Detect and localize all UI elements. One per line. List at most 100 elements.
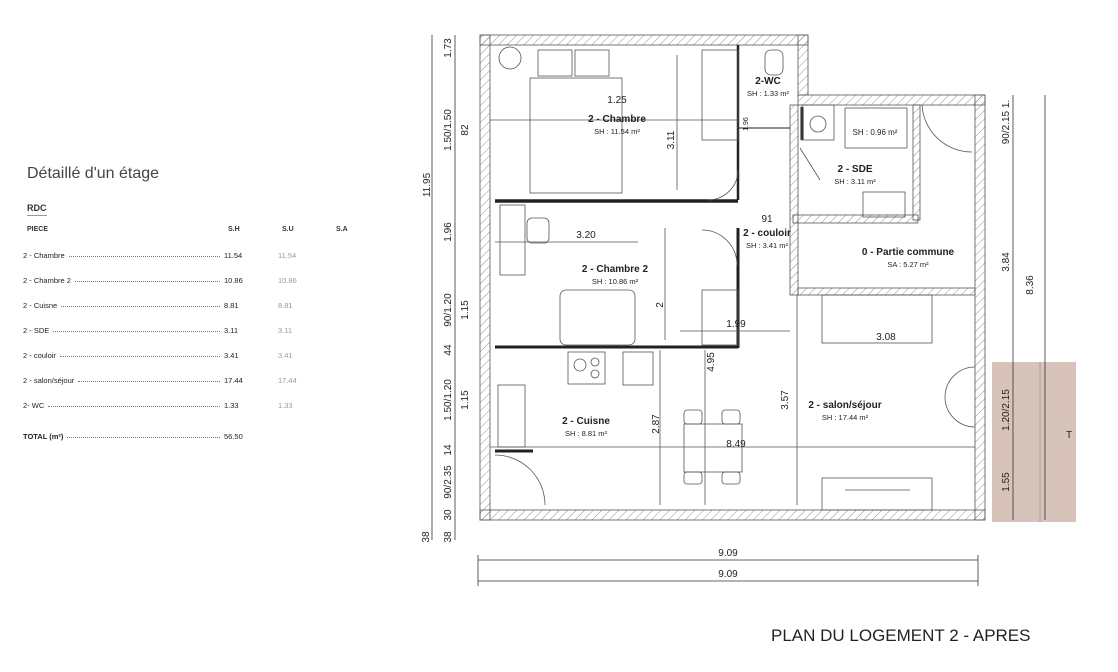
dimension-label: 3.84 bbox=[1001, 252, 1012, 272]
piece-name: 2 - SDE bbox=[23, 326, 50, 335]
sh-value: 3.11 bbox=[224, 326, 239, 335]
dimension-label: 8.49 bbox=[726, 439, 746, 450]
room-name: 2 - Cuisne bbox=[562, 416, 610, 427]
room-area: SH : 10.86 m² bbox=[592, 277, 639, 286]
shower-area: SH : 0.96 m² bbox=[853, 128, 898, 137]
sh-value: 3.41 bbox=[224, 351, 239, 360]
room-area: SH : 11.54 m² bbox=[594, 127, 640, 136]
su-value: 11.54 bbox=[278, 251, 297, 260]
header-piece: PIECE bbox=[27, 226, 49, 233]
table-row: 2 - salon/séjour 17.44 17.44 bbox=[23, 373, 323, 385]
dimension-label: 38 bbox=[421, 531, 432, 543]
dimension-label: 1.50/1.50 bbox=[443, 109, 454, 151]
dimension-label: 1.25 bbox=[607, 95, 627, 106]
dimension-label: 1.50/1.20 bbox=[443, 379, 454, 421]
exterior-walls bbox=[479, 34, 986, 521]
dimension-label: 11.95 bbox=[422, 172, 433, 197]
dimension-label: 1.96 bbox=[443, 222, 454, 242]
su-value: 3.11 bbox=[278, 326, 293, 335]
room-name: 2 - salon/séjour bbox=[808, 400, 881, 411]
dimension-label: 1.96 bbox=[743, 117, 750, 131]
piece-name: 2 - couloir bbox=[23, 351, 56, 360]
dimension-label: 3.57 bbox=[780, 390, 791, 410]
sh-value: 1.33 bbox=[224, 401, 239, 410]
room-area: SH : 1.33 m² bbox=[747, 89, 790, 98]
terrace-label: T bbox=[1066, 430, 1072, 441]
piece-name: 2 - salon/séjour bbox=[23, 376, 75, 385]
room-name: 2 - Chambre bbox=[588, 114, 646, 125]
dimension-label: 1.15 bbox=[460, 390, 471, 410]
room-name: 2 - SDE bbox=[837, 164, 872, 175]
dimension-label: 9.09 bbox=[718, 548, 738, 559]
dimension-label: 1.20/2.15 bbox=[1001, 389, 1012, 431]
dot-leader bbox=[48, 406, 221, 407]
piece-name: 2- WC bbox=[23, 401, 45, 410]
table-row: 2 - Chambre 2 10.86 10.86 bbox=[23, 273, 323, 285]
sh-value: 56.50 bbox=[224, 432, 243, 441]
table-row: 2 - couloir 3.41 3.41 bbox=[23, 348, 323, 360]
level-label: RDC bbox=[27, 203, 47, 216]
sh-value: 10.86 bbox=[224, 276, 243, 285]
dot-leader bbox=[74, 281, 220, 282]
dot-leader bbox=[67, 437, 221, 438]
piece-name: 2 - Cuisne bbox=[23, 301, 58, 310]
dimension-label: 90/2.15 1. bbox=[1001, 100, 1012, 144]
room-area: SA : 5.27 m² bbox=[887, 260, 929, 269]
su-value: 10.86 bbox=[278, 276, 297, 285]
dimension-label: 4.95 bbox=[706, 352, 717, 372]
room-area: SH : 8.81 m² bbox=[565, 429, 608, 438]
room-area: SH : 3.11 m² bbox=[834, 177, 876, 186]
dimension-label: 3.11 bbox=[666, 130, 677, 149]
dimension-label: 1.55 bbox=[1001, 472, 1012, 492]
dimension-label: 91 bbox=[761, 214, 773, 225]
sh-value: 8.81 bbox=[224, 301, 239, 310]
dimension-label: 38 bbox=[443, 531, 454, 543]
dimension-label: 30 bbox=[443, 509, 454, 521]
room-name: 2 - couloir bbox=[743, 228, 791, 239]
room-name: 2 - Chambre 2 bbox=[582, 264, 649, 275]
header-su: S.U bbox=[282, 226, 294, 233]
total-row: TOTAL (m²) 56.50 bbox=[23, 429, 323, 441]
dimension-label: 90/1.20 bbox=[443, 293, 454, 327]
dimension-label: 90/2.35 bbox=[443, 465, 454, 499]
piece-name: TOTAL (m²) bbox=[23, 432, 64, 441]
dimension-label: 8.36 bbox=[1025, 275, 1036, 295]
piece-name: 2 - Chambre bbox=[23, 251, 65, 260]
dot-leader bbox=[59, 356, 220, 357]
table-row: 2 - Chambre 11.54 11.54 bbox=[23, 248, 323, 260]
su-value: 17.44 bbox=[278, 376, 297, 385]
sh-value: 11.54 bbox=[224, 251, 243, 260]
piece-name: 2 - Chambre 2 bbox=[23, 276, 71, 285]
table-row: 2 - SDE 3.11 3.11 bbox=[23, 323, 323, 335]
room-name: 0 - Partie commune bbox=[862, 247, 955, 258]
room-area: SH : 3.41 m² bbox=[746, 241, 789, 250]
dot-leader bbox=[68, 256, 220, 257]
terrace bbox=[992, 362, 1076, 522]
sh-value: 17.44 bbox=[224, 376, 243, 385]
dimension-label: 1.73 bbox=[443, 38, 454, 58]
summary-title: Détaillé d'un étage bbox=[27, 165, 160, 182]
header-sa: S.A bbox=[336, 226, 348, 233]
dimension-label: 2.87 bbox=[651, 414, 662, 434]
header-sh: S.H bbox=[228, 226, 240, 233]
dimension-label: 3.20 bbox=[576, 230, 596, 241]
dimension-label: 3.08 bbox=[876, 332, 896, 343]
su-value: 3.41 bbox=[278, 351, 293, 360]
dimension-label: 9.09 bbox=[718, 569, 738, 580]
dot-leader bbox=[53, 331, 221, 332]
dimension-label: 1.15 bbox=[460, 300, 471, 320]
room-area: SH : 17.44 m² bbox=[822, 413, 869, 422]
plan-title: PLAN DU LOGEMENT 2 - APRES bbox=[771, 626, 1031, 645]
su-value: 8.81 bbox=[278, 301, 293, 310]
table-row: 2 - Cuisne 8.81 8.81 bbox=[23, 298, 323, 310]
dot-leader bbox=[61, 306, 221, 307]
dimension-label: 82 bbox=[460, 124, 471, 136]
dimension-label: 44 bbox=[443, 344, 454, 356]
dimension-label: 2 bbox=[655, 302, 666, 308]
dot-leader bbox=[78, 381, 221, 382]
furniture bbox=[431, 35, 1046, 586]
dimension-label: 14 bbox=[443, 444, 454, 456]
room-name: 2-WC bbox=[755, 76, 781, 87]
